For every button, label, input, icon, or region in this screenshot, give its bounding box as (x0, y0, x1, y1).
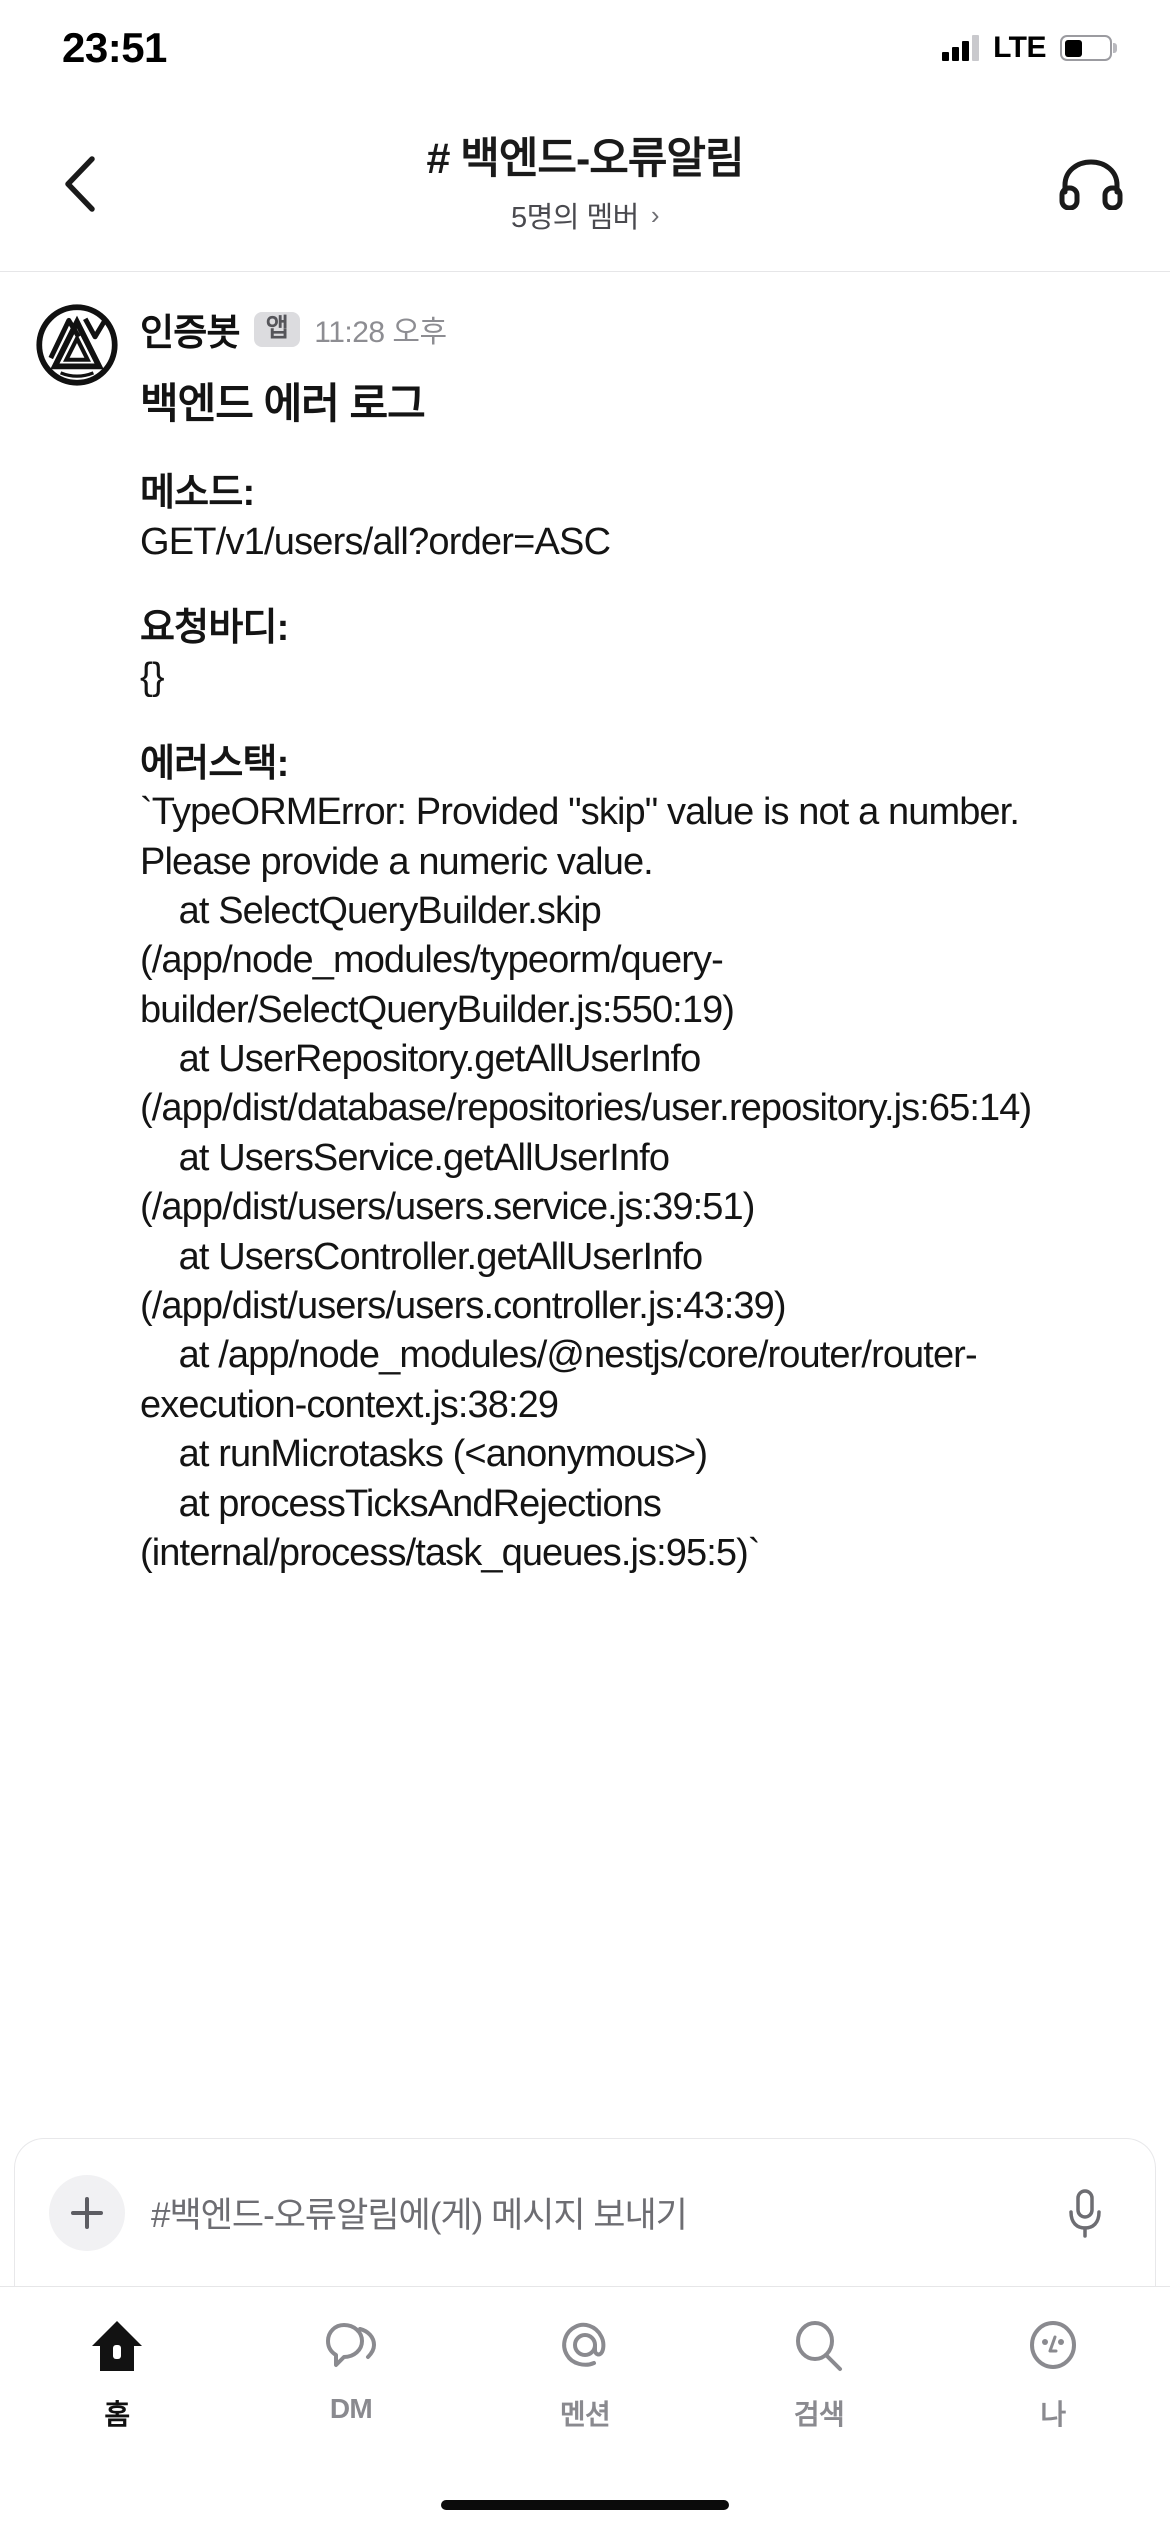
signal-bars-icon (942, 35, 980, 61)
channel-header: # 백엔드-오류알림 5명의 멤버 › (0, 96, 1170, 272)
error-stack-section: 에러스택: `TypeORMError: Provided "skip" val… (140, 740, 1134, 1579)
battery-icon (1060, 35, 1112, 61)
tab-mention-label: 멘션 (559, 2399, 611, 2430)
plus-icon (71, 2196, 103, 2229)
tab-dm-label: DM (329, 2393, 373, 2424)
method-label: 메소드: (140, 472, 255, 514)
status-indicators: LTE (942, 31, 1112, 65)
page-title: # 백엔드-오류알림 (426, 135, 744, 184)
message-input[interactable]: #백엔드-오류알림에(게) 메시지 보내기 (151, 2196, 688, 2235)
member-count-button[interactable]: 5명의 멤버 › (426, 194, 743, 236)
method-value: GET/v1/users/all?order=ASC (140, 520, 611, 563)
error-stack-value: `TypeORMError: Provided "skip" value is … (140, 791, 1032, 1574)
method-section: 메소드: GET/v1/users/all?order=ASC (140, 469, 1134, 566)
message-composer[interactable]: #백엔드-오류알림에(게) 메시지 보내기 (14, 2138, 1156, 2286)
message-body: 인증봇 앱 11:28 오후 백엔드 에러 로그 메소드: GET/v1/use… (140, 300, 1134, 1578)
microphone-icon (1069, 2188, 1101, 2238)
message-item[interactable]: 인증봇 앱 11:28 오후 백엔드 에러 로그 메소드: GET/v1/use… (0, 272, 1170, 1578)
app-badge: 앱 (253, 311, 301, 347)
huddle-button[interactable] (1054, 147, 1128, 221)
chevron-right-icon: › (650, 199, 660, 230)
request-body-value: {} (140, 655, 165, 698)
chevron-left-icon (65, 155, 95, 212)
tab-dm[interactable]: DM (234, 2313, 468, 2425)
member-count-label: 5명의 멤버 (510, 201, 639, 234)
network-label: LTE (993, 31, 1046, 64)
hongik-univ-logo-avatar (36, 304, 118, 386)
headphones-icon (1059, 158, 1123, 210)
error-stack-label: 에러스택: (140, 742, 289, 785)
tab-home-label: 홈 (104, 2399, 130, 2430)
tab-search[interactable]: 검색 (702, 2313, 936, 2433)
request-body-section: 요청바디: {} (140, 604, 1134, 701)
tab-mention[interactable]: 멘션 (468, 2313, 702, 2433)
message-header: 인증봇 앱 11:28 오후 (140, 302, 1134, 356)
dm-chat-icon (320, 2313, 382, 2379)
request-body-label: 요청바디: (140, 607, 289, 650)
tab-search-label: 검색 (793, 2399, 845, 2430)
home-icon (86, 2313, 148, 2379)
status-time: 23:51 (62, 24, 167, 71)
home-indicator (441, 2500, 729, 2510)
mention-at-icon (554, 2313, 616, 2379)
voice-record-button[interactable] (1055, 2178, 1115, 2248)
message-author[interactable]: 인증봇 (140, 312, 241, 353)
status-bar: 23:51 LTE (0, 0, 1170, 96)
tab-profile[interactable]: 나 (936, 2313, 1170, 2433)
composer-container: #백엔드-오류알림에(게) 메시지 보내기 (0, 2138, 1170, 2286)
back-button[interactable] (42, 147, 116, 221)
channel-title-block[interactable]: # 백엔드-오류알림 5명의 멤버 › (426, 131, 744, 236)
search-icon (788, 2313, 850, 2379)
tab-profile-label: 나 (1040, 2399, 1066, 2430)
avatar[interactable] (36, 304, 118, 386)
tab-home[interactable]: 홈 (0, 2313, 234, 2433)
profile-face-icon (1022, 2313, 1084, 2379)
message-timestamp: 11:28 오후 (314, 316, 447, 349)
message-title: 백엔드 에러 로그 (140, 380, 426, 427)
bottom-tab-bar: 홈 DM 멘션 검색 (0, 2286, 1170, 2532)
add-attachment-button[interactable] (49, 2174, 125, 2251)
